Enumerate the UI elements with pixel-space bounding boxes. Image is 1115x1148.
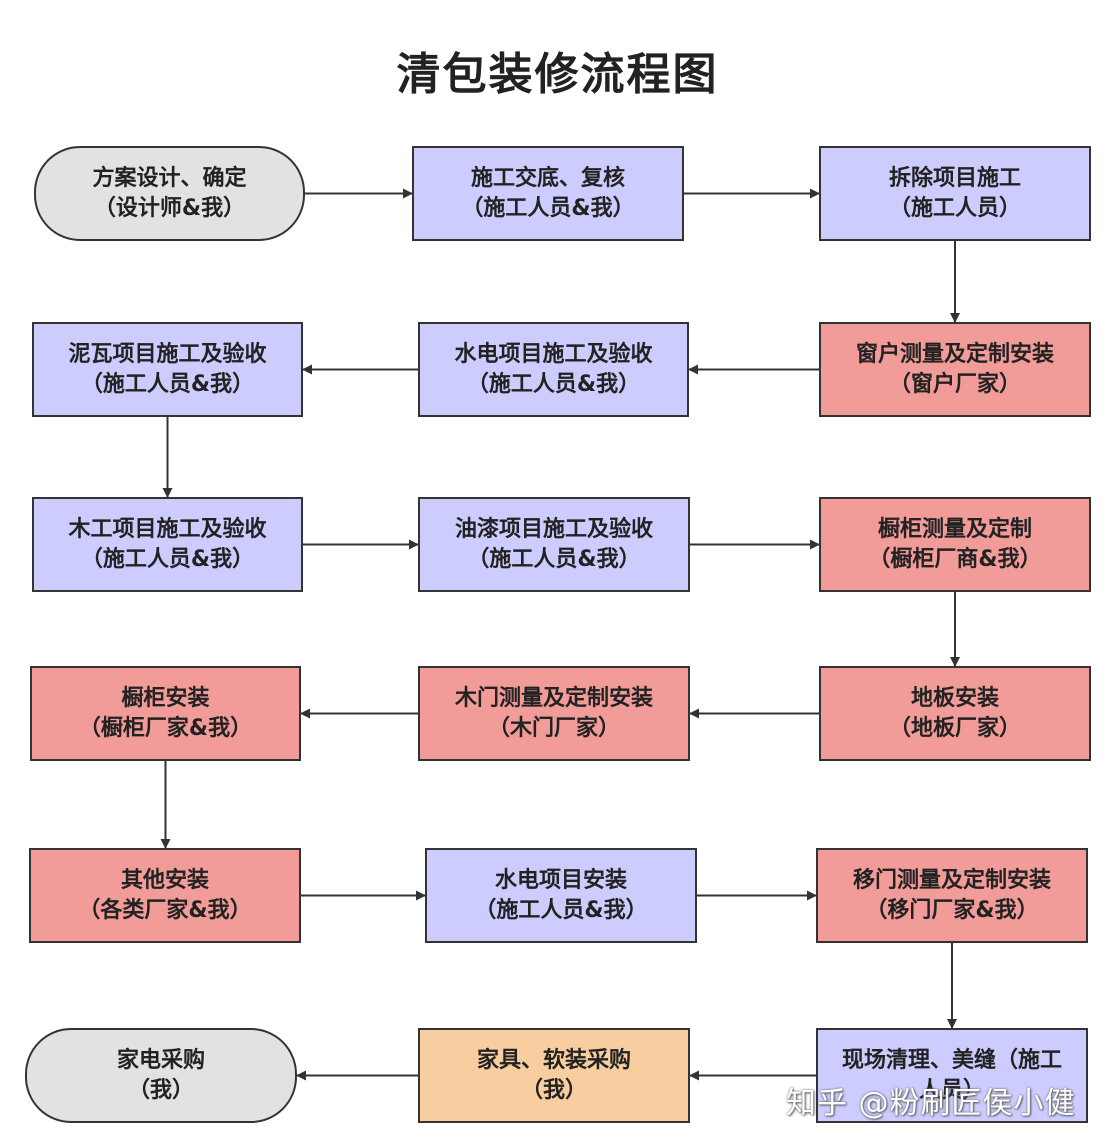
watermark: 知乎 @粉刷匠侯小健	[786, 1086, 1076, 1121]
node-subtitle: （施工人员&我）	[461, 195, 635, 221]
flow-node-cabinet-measure[interactable]: 橱柜测量及定制 （橱柜厂商&我）	[819, 497, 1091, 592]
node-title: 橱柜安装	[121, 685, 210, 711]
node-title: 木门测量及定制安装	[454, 685, 653, 711]
node-title: 家具、软装采购	[476, 1047, 631, 1073]
flow-node-painting[interactable]: 油漆项目施工及验收 （施工人员&我）	[418, 497, 690, 592]
flow-node-wood-doors[interactable]: 木门测量及定制安装 （木门厂家）	[418, 666, 690, 761]
flow-node-sliding-doors[interactable]: 移门测量及定制安装 （移门厂家&我）	[816, 848, 1088, 943]
node-title: 方案设计、确定	[92, 165, 247, 191]
node-subtitle: （我）	[127, 1077, 194, 1103]
node-title: 水电项目安装	[494, 867, 627, 893]
node-title: 拆除项目施工	[888, 165, 1021, 191]
node-subtitle: 人员）	[918, 1077, 985, 1103]
node-title: 窗户测量及定制安装	[855, 341, 1054, 367]
node-title: 橱柜测量及定制	[877, 516, 1032, 542]
node-subtitle: （施工人员&我）	[467, 546, 641, 572]
node-title: 水电项目施工及验收	[454, 341, 653, 367]
node-title: 油漆项目施工及验收	[454, 516, 653, 542]
node-title: 施工交底、复核	[470, 165, 625, 191]
node-subtitle: （施工人员&我）	[80, 371, 255, 397]
flow-node-appliances[interactable]: 家电采购 （我）	[25, 1028, 297, 1123]
flow-node-fixtures-install[interactable]: 水电项目安装 （施工人员&我）	[425, 848, 697, 943]
node-subtitle: （设计师&我）	[93, 195, 246, 221]
flow-node-furniture[interactable]: 家具、软装采购 （我）	[418, 1028, 690, 1123]
node-title: 地板安装	[910, 685, 999, 711]
flow-node-other-install[interactable]: 其他安装 （各类厂家&我）	[29, 848, 301, 943]
flow-node-carpentry[interactable]: 木工项目施工及验收 （施工人员&我）	[32, 497, 303, 592]
flow-node-cleanup[interactable]: 现场清理、美缝（施工 人员）	[816, 1028, 1088, 1123]
node-subtitle: （橱柜厂家&我）	[78, 715, 253, 741]
node-subtitle: （移门厂家&我）	[865, 897, 1039, 923]
flow-node-design[interactable]: 方案设计、确定 （设计师&我）	[34, 146, 305, 241]
flow-node-tiling[interactable]: 泥瓦项目施工及验收 （施工人员&我）	[32, 322, 303, 417]
flow-node-cabinet-install[interactable]: 橱柜安装 （橱柜厂家&我）	[30, 666, 301, 761]
node-subtitle: （我）	[520, 1077, 587, 1103]
node-title: 其他安装	[120, 867, 209, 893]
node-title: 木工项目施工及验收	[68, 516, 267, 542]
flow-node-demolition[interactable]: 拆除项目施工 （施工人员）	[819, 146, 1091, 241]
node-subtitle: （施工人员&我）	[80, 546, 255, 572]
node-title: 家电采购	[116, 1047, 205, 1073]
flow-node-flooring[interactable]: 地板安装 （地板厂家）	[819, 666, 1091, 761]
node-subtitle: （各类厂家&我）	[78, 897, 252, 923]
node-subtitle: （木门厂家）	[487, 715, 620, 741]
flow-node-windows[interactable]: 窗户测量及定制安装 （窗户厂家）	[819, 322, 1091, 417]
node-subtitle: （地板厂家）	[888, 715, 1021, 741]
node-subtitle: （施工人员&我）	[474, 897, 648, 923]
node-title: 移门测量及定制安装	[852, 867, 1051, 893]
page-title: 清包装修流程图	[396, 49, 719, 100]
node-subtitle: （橱柜厂商&我）	[868, 546, 1042, 572]
node-subtitle: （窗户厂家）	[888, 371, 1021, 397]
flow-node-handover[interactable]: 施工交底、复核 （施工人员&我）	[412, 146, 684, 241]
flow-node-plumbing-electrical[interactable]: 水电项目施工及验收 （施工人员&我）	[418, 322, 689, 417]
node-subtitle: （施工人员）	[888, 195, 1021, 221]
node-title: 泥瓦项目施工及验收	[68, 341, 267, 367]
node-title: 现场清理、美缝（施工	[841, 1047, 1062, 1073]
node-subtitle: （施工人员&我）	[466, 371, 641, 397]
